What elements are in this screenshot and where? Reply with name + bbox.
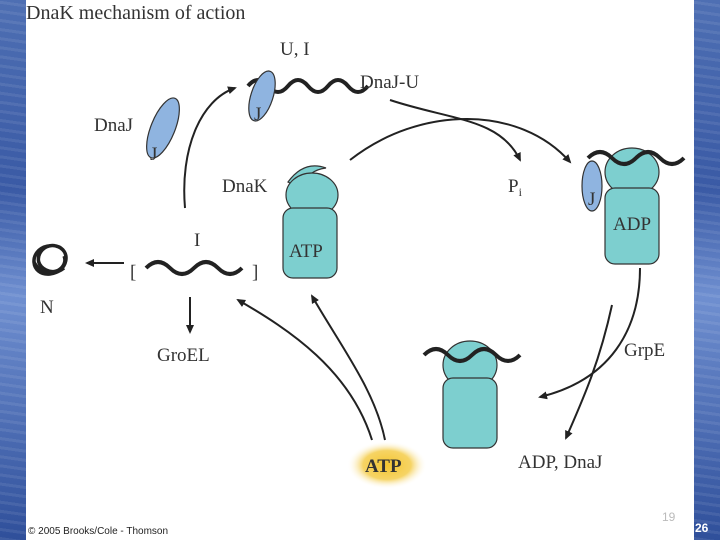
dnaj-protein-small [248,70,276,122]
dnak-adp-complex [581,147,686,265]
groel-label: GroEL [157,345,210,366]
u-i-label: U, I [280,39,310,60]
intermediate-chain [144,260,244,276]
edge-page-fragment: 26 [695,521,709,535]
arrow-atp-binding [311,294,386,441]
background-right-strip [694,0,720,540]
dnaj-j-label: J [150,144,157,165]
grpe-label: GrpE [624,340,665,361]
j-label: J [254,104,261,125]
slide-number: 19 [662,510,676,524]
dnaj-u-label: DnaJ-U [360,72,419,93]
bracket-right: ] [252,262,258,283]
adp-j-label: J [588,189,595,210]
arrow-substrate-release [236,299,373,441]
atp-glow-label: ATP [365,456,402,477]
slide-title: DnaK mechanism of action [26,2,246,24]
dnaj-protein [146,97,180,159]
arrow-to-dnaj-binding [183,86,237,209]
bracket-left: [ [130,262,136,283]
arrow-atp-hydrolysis [349,118,572,164]
dnak-label: DnaK [222,176,268,197]
atp-glow [347,441,427,489]
adp-label: ADP [613,214,651,235]
copyright-notice: © 2005 Brooks/Cole - Thomson [28,526,169,537]
dnak-empty-complex [422,340,522,449]
dnaj-unfolded-complex: J [246,70,370,125]
arrow-adp-dnaj-release [565,304,613,440]
arrow-pi-release [389,99,521,162]
native-protein-knot [32,243,68,276]
background-left-strip [0,0,26,540]
atp-label: ATP [289,241,323,262]
adp-dnaj-label: ADP, DnaJ [518,452,602,473]
pi-label: Pi [508,176,523,199]
intermediate-label: I [194,230,200,251]
dnaj-label: DnaJ [94,115,133,136]
native-label: N [40,297,54,318]
arrow-grpe-exchange [538,267,641,400]
dnak-atp-protein [282,165,339,279]
